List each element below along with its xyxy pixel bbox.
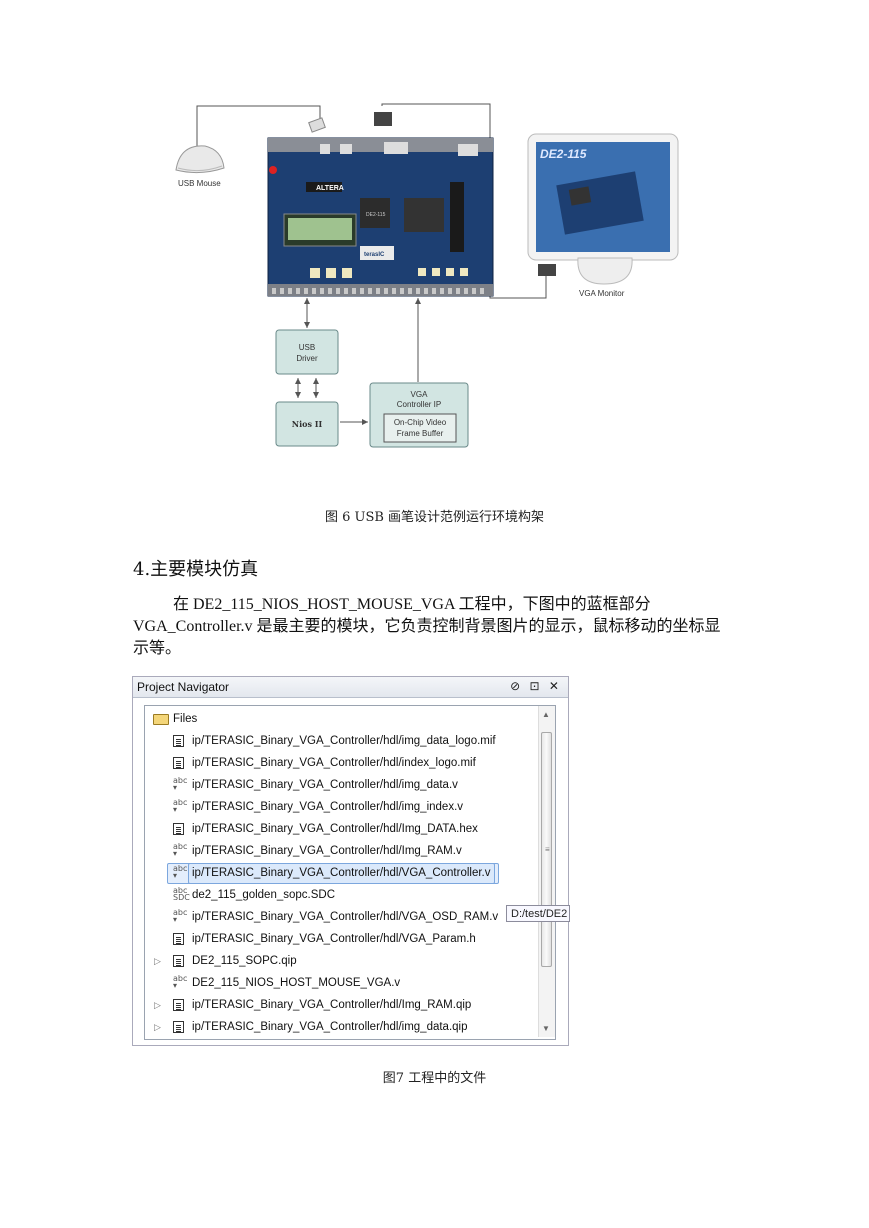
file-item[interactable]: ▷ ip/TERASIC_Binary_VGA_Controller/hdl/Im…	[145, 994, 540, 1016]
vga-monitor-image: DE2-115	[527, 133, 679, 285]
frame-buffer-label-1: On-Chip Video	[394, 418, 447, 427]
intro-paragraph: 在 DE2_115_NIOS_HOST_MOUSE_VGA 工程中，下图中的蓝框…	[133, 594, 733, 660]
file-name: ip/TERASIC_Binary_VGA_Controller/hdl/Img…	[192, 823, 478, 835]
verilog-icon: abc ▾	[173, 798, 188, 814]
scrollbar-thumb[interactable]: ≡	[541, 732, 552, 967]
doc-icon	[173, 999, 184, 1011]
path-tooltip: D:/test/DE2	[506, 905, 570, 922]
usb-mouse-icon	[175, 145, 225, 174]
files-root-label: Files	[173, 713, 198, 725]
file-name: DE2_115_NIOS_HOST_MOUSE_VGA.v	[192, 977, 401, 989]
file-name: ip/TERASIC_Binary_VGA_Controller/hdl/Img…	[192, 845, 462, 857]
vga-controller-label-1: VGA	[411, 390, 429, 399]
board-logo: ALTERA	[316, 185, 344, 192]
file-name: ip/TERASIC_Binary_VGA_Controller/hdl/img…	[192, 735, 496, 747]
verilog-icon: abc ▾	[173, 864, 188, 880]
expand-arrow-icon[interactable]: ▷	[154, 956, 161, 966]
file-item[interactable]: ip/TERASIC_Binary_VGA_Controller/hdl/Img…	[145, 818, 540, 840]
doc-icon	[173, 933, 184, 945]
file-item[interactable]: ▷ DE2_115_SOPC.qip	[145, 950, 540, 972]
verilog-icon: abc ▾	[173, 908, 188, 924]
file-item[interactable]: abc ▾ ip/TERASIC_Binary_VGA_Controller/hd…	[145, 840, 540, 862]
file-item[interactable]: ip/TERASIC_Binary_VGA_Controller/hdl/img…	[145, 730, 540, 752]
frame-buffer-box	[383, 413, 457, 443]
scroll-down-icon[interactable]: ▼	[542, 1024, 550, 1033]
sdc-icon: abc SDC	[173, 886, 190, 902]
scroll-up-icon[interactable]: ▲	[542, 710, 550, 719]
usb-driver-box	[275, 329, 339, 375]
file-item[interactable]: abc ▾ ip/TERASIC_Binary_VGA_Controller/hd…	[145, 796, 540, 818]
vga-controller-label-2: Controller IP	[397, 400, 441, 409]
file-name: DE2_115_SOPC.qip	[192, 955, 297, 967]
system-architecture-diagram: USB Mouse ALTERA terasIC DE2-115 DE2-115	[175, 103, 679, 448]
panel-controls-icon[interactable]: ⊘ ⊡ ✕	[510, 679, 562, 693]
doc-icon	[173, 823, 184, 835]
doc-icon	[173, 1021, 184, 1033]
vga-monitor-label: VGA Monitor	[579, 289, 625, 298]
files-root-item[interactable]: Files	[145, 708, 540, 730]
project-navigator-title: Project Navigator	[137, 680, 230, 694]
file-item[interactable]: abc ▾ DE2_115_NIOS_HOST_MOUSE_VGA.v	[145, 972, 540, 994]
verilog-icon: abc ▾	[173, 776, 188, 792]
mouse-cable-line	[196, 105, 321, 146]
verilog-icon: abc ▾	[173, 842, 188, 858]
file-name: ip/TERASIC_Binary_VGA_Controller/hdl/img…	[192, 801, 464, 813]
monitor-screen-text: DE2-115	[540, 147, 587, 161]
file-name: ip/TERASIC_Binary_VGA_Controller/hdl/ind…	[192, 757, 476, 769]
usb-plug-icon	[308, 117, 326, 133]
usb-driver-label-1: USB	[299, 343, 315, 352]
nios-ii-box	[275, 401, 339, 447]
expand-arrow-icon[interactable]: ▷	[154, 1022, 161, 1032]
usb-mouse-label: USB Mouse	[178, 179, 221, 188]
file-name: ip/TERASIC_Binary_VGA_Controller/hdl/img…	[192, 779, 458, 791]
vga-plug-icon	[374, 112, 392, 126]
file-item[interactable]: ▷ ip/TERASIC_Binary_VGA_Controller/hdl/im…	[145, 1016, 540, 1038]
file-tree: Files ip/TERASIC_Binary_VGA_Controller/h…	[144, 705, 556, 1040]
project-navigator-header: Project Navigator ⊘ ⊡ ✕	[133, 677, 568, 698]
nios-ii-label: Nios II	[292, 419, 323, 429]
vertical-scrollbar[interactable]: ▲ ≡ ▼	[538, 706, 555, 1037]
file-name: ip/TERASIC_Binary_VGA_Controller/hdl/Img…	[192, 999, 472, 1011]
frame-buffer-label-2: Frame Buffer	[397, 429, 444, 438]
intro-paragraph-text: 在 DE2_115_NIOS_HOST_MOUSE_VGA 工程中，下图中的蓝框…	[133, 596, 721, 657]
board-model: DE2-115	[366, 212, 386, 218]
file-item[interactable]: abc ▾ ip/TERASIC_Binary_VGA_Controller/hd…	[145, 774, 540, 796]
file-name: de2_115_golden_sopc.SDC	[192, 889, 336, 901]
file-item-selected[interactable]: abc ▾ip/TERASIC_Binary_VGA_Controller/hd…	[145, 862, 540, 884]
file-item[interactable]: ip/TERASIC_Binary_VGA_Controller/hdl/ind…	[145, 752, 540, 774]
file-name: ip/TERASIC_Binary_VGA_Controller/hdl/VGA…	[192, 933, 476, 945]
expand-arrow-icon[interactable]: ▷	[154, 1000, 161, 1010]
doc-icon	[173, 757, 184, 769]
folder-icon	[153, 714, 169, 725]
scroll-grip-icon: ≡	[545, 845, 550, 854]
file-item[interactable]: ip/TERASIC_Binary_VGA_Controller/hdl/VGA…	[145, 928, 540, 950]
doc-icon	[173, 955, 184, 967]
file-name: ip/TERASIC_Binary_VGA_Controller/hdl/img…	[192, 1021, 468, 1033]
file-name: ip/TERASIC_Binary_VGA_Controller/hdl/VGA…	[188, 863, 495, 884]
figure-7-caption: 图7 工程中的文件	[382, 1071, 487, 1086]
usb-driver-label-2: Driver	[296, 354, 318, 363]
verilog-icon: abc ▾	[173, 974, 188, 990]
file-item[interactable]: abc ▾ ip/TERASIC_Binary_VGA_Controller/hd…	[145, 906, 540, 928]
de2-115-board-image: ALTERA terasIC DE2-115	[267, 137, 494, 297]
file-name: ip/TERASIC_Binary_VGA_Controller/hdl/VGA…	[192, 911, 499, 923]
project-navigator-panel: Project Navigator ⊘ ⊡ ✕ Files ip/TERASIC…	[132, 676, 570, 1046]
figure-6-caption: 图 6 USB 画笔设计范例运行环境构架	[324, 510, 545, 525]
board-brand: terasIC	[364, 252, 385, 258]
section-heading: 4.主要模块仿真	[133, 559, 259, 580]
doc-icon	[173, 735, 184, 747]
